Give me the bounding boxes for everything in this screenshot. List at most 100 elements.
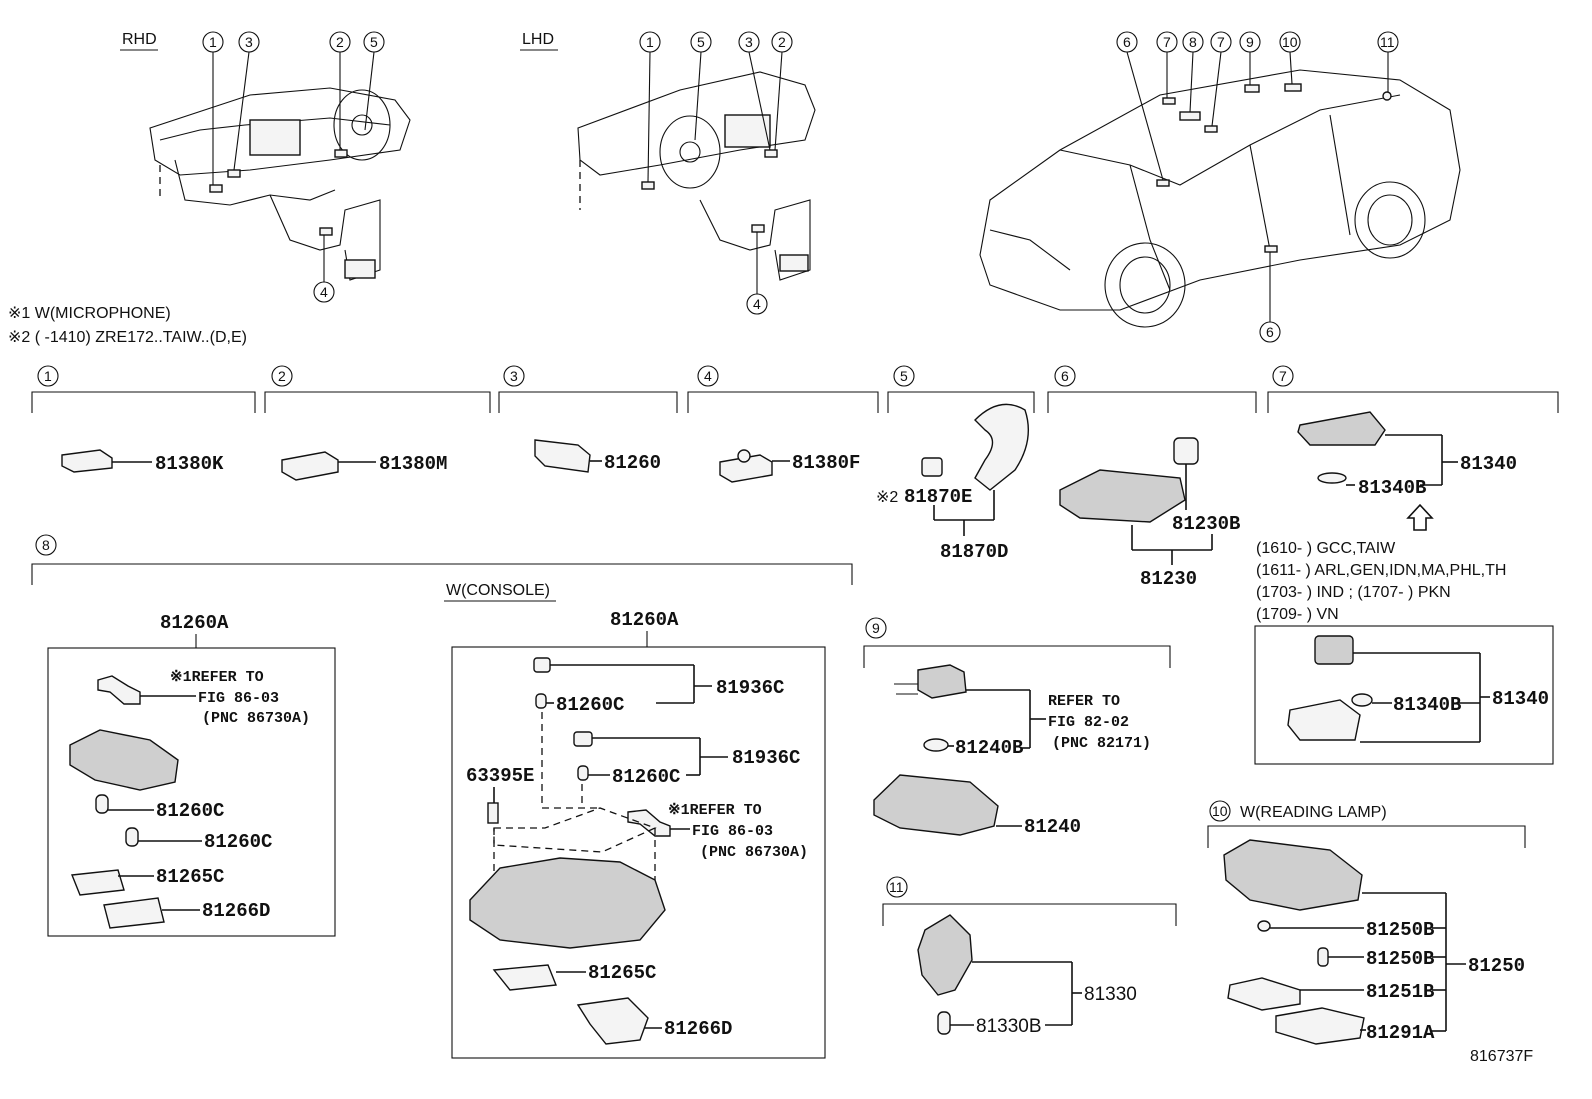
part-81936C-socket-icon-1 (533, 657, 551, 673)
part-81380K-label: 81380K (155, 453, 224, 475)
part-81265C-lens-icon-a (71, 869, 125, 896)
part-81340B-label-a: 81340B (1358, 477, 1426, 499)
part-81240-housing-icon (873, 774, 999, 836)
rhd-callouts: 1 3 2 5 4 (202, 31, 385, 303)
section-3: 3 81260 (498, 365, 678, 474)
part-81230-icon (1059, 469, 1186, 523)
section-3-number: 3 (510, 368, 518, 384)
rhd-callout-2: 2 (336, 34, 344, 50)
part-81330-housing-icon (917, 914, 973, 996)
part-81340B-alt-icon (1351, 693, 1373, 707)
section-5: 5 ※2 81870E 81870D (876, 365, 1035, 563)
part-81260C-label-4: 81260C (612, 766, 680, 788)
part-81380F-label: 81380F (792, 452, 860, 474)
part-81260-icon (534, 439, 591, 473)
part-81870D-icon (974, 403, 1030, 491)
note-2: ※2 ( -1410) ZRE172..TAIW..(D,E) (8, 329, 247, 346)
part-63395E-label: 63395E (466, 765, 534, 787)
ref2-line1: ※1REFER TO (668, 802, 762, 819)
part-81870E-mark: ※2 (876, 489, 898, 506)
part-81380M-label: 81380M (379, 453, 447, 475)
part-81870D-label: 81870D (940, 541, 1008, 563)
part-81250-label: 81250 (1468, 955, 1525, 977)
part-81340-alt-housing-icon (1287, 699, 1361, 741)
rhd-dashboard-illustration: RHD (120, 31, 411, 281)
lhd-dashboard-illustration: LHD (520, 31, 816, 281)
car-callouts: 6 7 8 7 9 10 11 6 (1116, 31, 1399, 343)
microphone-connector-icon-b (627, 809, 671, 837)
section-8: 8 W(CONSOLE) 81260A ※1REFER TO FIG 86-03… (31, 534, 853, 1059)
rhd-callout-4: 4 (320, 284, 328, 300)
part-81230-label: 81230 (1140, 568, 1197, 590)
section-7-number: 7 (1279, 368, 1287, 384)
part-63395E-screw-icon (487, 802, 499, 824)
part-81291A-label: 81291A (1366, 1022, 1435, 1044)
car-callout-6: 6 (1123, 34, 1131, 50)
lhd-callout-4: 4 (753, 296, 761, 312)
section-5-number: 5 (900, 368, 908, 384)
section-2-number: 2 (278, 368, 286, 384)
part-81380K-icon (61, 449, 113, 473)
part-81250B-label-1: 81250B (1366, 919, 1434, 941)
lhd-console-vent-icon (779, 254, 809, 272)
ref3-line2: FIG 82-02 (1048, 714, 1129, 731)
section-7-alt-box: 81340B 81340 (1254, 625, 1554, 765)
part-81936C-socket-icon-2 (573, 731, 593, 747)
part-81380M-icon (281, 451, 339, 481)
ref3-line3: (PNC 82171) (1052, 735, 1151, 752)
car-callout-6b: 6 (1266, 324, 1274, 340)
lhd-steering-wheel-icon (659, 115, 721, 189)
reading-lamp-label: W(READING LAMP) (1240, 804, 1387, 821)
car-rear-wheel-icon (1354, 181, 1426, 259)
lhd-callouts: 1 5 3 2 4 (639, 31, 793, 315)
applicability-line-3: (1703- ) IND ; (1707- ) PKN (1256, 584, 1451, 601)
part-81266D-lens-icon-b (576, 997, 649, 1045)
applicability-line-2: (1611- ) ARL,GEN,IDN,MA,PHL,TH (1256, 562, 1506, 579)
part-81260C-label-1: 81260C (156, 800, 224, 822)
part-81240B-bulb-icon (923, 738, 949, 752)
part-81250-housing-icon (1223, 839, 1363, 911)
rhd-display-icon (249, 119, 301, 156)
ref2-line3: (PNC 86730A) (700, 844, 808, 861)
section-2: 2 81380M (264, 365, 491, 481)
car-callout-9: 9 (1246, 34, 1254, 50)
part-81260-label: 81260 (604, 452, 661, 474)
lhd-display-icon (724, 114, 771, 148)
ref1-line2: FIG 86-03 (198, 690, 279, 707)
lhd-label: LHD (522, 31, 554, 48)
applicability-line-4: (1709- ) VN (1256, 606, 1339, 623)
part-81936C-label-2: 81936C (732, 747, 800, 769)
part-81260A-housing-icon-a (69, 729, 179, 791)
part-81230B-icon (1173, 437, 1199, 465)
part-81260C-bulb-icon-3 (535, 693, 547, 709)
part-81340B-label-b: 81340B (1393, 694, 1461, 716)
part-81260C-bulb-icon-4 (577, 765, 589, 781)
rhd-callout-5: 5 (370, 34, 378, 50)
lhd-callout-1: 1 (646, 34, 654, 50)
part-81340B-icon (1317, 472, 1347, 484)
rhd-callout-1: 1 (209, 34, 217, 50)
applicability-block: (1610- ) GCC,TAIW (1611- ) ARL,GEN,IDN,M… (1256, 540, 1506, 623)
section-9: 9 REFER TO FIG 82-02 (PNC 82171) 81240B … (863, 617, 1171, 838)
section-10: 10 W(READING LAMP) 81250 81250B 81250B 8… (1207, 800, 1526, 1045)
ref3-line1: REFER TO (1048, 693, 1120, 710)
section-11-number: 11 (889, 879, 904, 895)
car-front-wheel-icon (1104, 242, 1186, 328)
rhd-steering-wheel-icon (333, 89, 391, 161)
ref1-line1: ※1REFER TO (170, 669, 264, 686)
section-1: 1 81380K (31, 365, 256, 475)
rhd-label: RHD (122, 31, 157, 48)
part-81250B-bulb-icon-2 (1317, 947, 1329, 967)
part-81265C-label-a: 81265C (156, 866, 224, 888)
section-8-number: 8 (42, 537, 50, 553)
part-81260C-label-3: 81260C (556, 694, 624, 716)
part-81340-label-a: 81340 (1460, 453, 1517, 475)
arrow-up-icon (1406, 503, 1434, 531)
part-81340-alt-icon (1314, 635, 1354, 665)
part-81240-connector-icon (917, 664, 967, 699)
car-illustration (979, 69, 1461, 328)
part-81260A-label-a: 81260A (160, 612, 229, 634)
car-callout-11: 11 (1380, 34, 1395, 50)
lhd-callout-3: 3 (745, 34, 753, 50)
lhd-callout-5: 5 (697, 34, 705, 50)
